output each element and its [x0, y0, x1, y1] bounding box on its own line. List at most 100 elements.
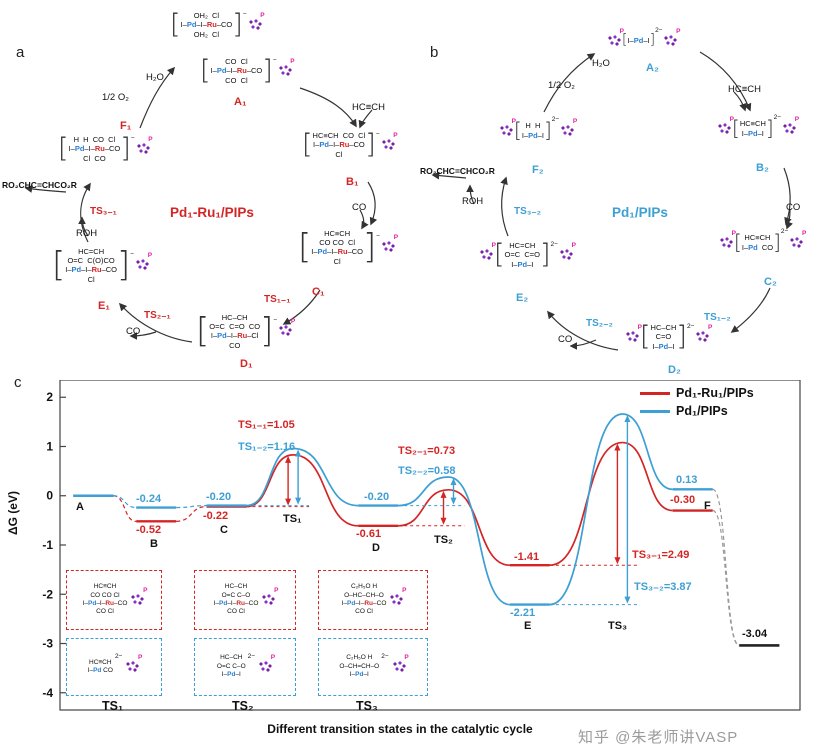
- pips-cluster-icon: [135, 252, 152, 272]
- energy-label-d-red: -0.61: [356, 528, 382, 540]
- svg-text:-3: -3: [42, 637, 53, 651]
- cycle-arrows-layer: [24, 51, 793, 351]
- barrier-label-ts1-red: TS₁₋₁=1.05: [238, 419, 295, 431]
- station-label-D: D: [372, 542, 380, 554]
- legend-item-pd-ru: Pd₁-Ru₁/PIPs: [640, 386, 754, 400]
- h2o-label-b: H₂O: [592, 58, 610, 69]
- pips-cluster-icon: [607, 28, 624, 47]
- arrow-c1-to-d1: [282, 289, 321, 325]
- molecule-E2: HC=CHO=C C=OI–Pd–I 2−: [478, 238, 576, 272]
- barrier-label-ts3-red: TS₃₋₁=2.49: [632, 549, 690, 561]
- barrier-label-ts3-blue: TS₃₋₂=3.87: [634, 581, 692, 593]
- legend-label-pd-ru: Pd₁-Ru₁/PIPs: [676, 386, 754, 400]
- station-label-E: E: [524, 620, 532, 632]
- pips-cluster-icon: [135, 136, 153, 155]
- pips-cluster-icon: [247, 12, 265, 31]
- pips-cluster-icon: [789, 230, 806, 249]
- pips-cluster-icon: [130, 587, 147, 606]
- arrow-f2-to-a2: [543, 53, 596, 113]
- co-out-label-b: CO: [558, 334, 573, 345]
- arrow-d1-to-e1: [118, 302, 193, 343]
- pips-cluster-icon: [261, 587, 278, 606]
- inset-label-ts3: TS₃: [356, 699, 378, 713]
- state-label-E1: E₁: [98, 300, 110, 312]
- inset-label-ts2: TS₂: [232, 699, 254, 713]
- pips-cluster-icon: [278, 318, 295, 338]
- arrow-e2-to-f2: [500, 176, 509, 237]
- arrow-c2-to-d2: [730, 287, 771, 333]
- pips-cluster-icon: [558, 242, 576, 261]
- energy-label-f-red: -0.30: [670, 494, 696, 506]
- roh-label-b: ROH: [462, 196, 484, 207]
- y-axis-label: ΔG (eV): [6, 491, 20, 535]
- pips-cluster-icon: [391, 654, 409, 673]
- legend-item-pd: Pd₁/PIPs: [640, 404, 728, 418]
- arrow-a2-to-b2: [699, 51, 752, 112]
- pips-cluster-icon: [389, 587, 406, 606]
- energy-label-e-red: -1.41: [514, 551, 540, 563]
- arrow-co-in-b: [785, 209, 793, 230]
- state-label-F1: F₁: [120, 120, 132, 132]
- legend-label-pd: Pd₁/PIPs: [676, 404, 728, 418]
- state-label-D2: D₂: [668, 364, 681, 376]
- roh-label-a: ROH: [76, 228, 98, 239]
- pips-cluster-icon: [719, 230, 736, 249]
- arrow-roh-in-b: [466, 184, 475, 205]
- station-label-C: C: [220, 524, 228, 536]
- molecule-C2: HC≡CHI–Pd CO 2−: [718, 228, 806, 255]
- barrier-label-ts1-blue: TS₁₋₂=1.16: [238, 441, 296, 453]
- station-label-A: A: [76, 501, 84, 513]
- svg-text:-1: -1: [42, 538, 53, 552]
- arrow-co-out-a: [129, 331, 157, 340]
- state-label-A2: A₂: [646, 62, 659, 74]
- svg-text:0: 0: [46, 489, 53, 503]
- state-label-C1: C₁: [312, 286, 325, 298]
- station-label-TS3: TS₃: [608, 620, 628, 632]
- pips-cluster-icon: [782, 116, 799, 135]
- arrow-b2-to-c2: [783, 167, 792, 226]
- o2-label-a: 1/2 O₂: [102, 92, 129, 103]
- energy-label-d-blue: -0.20: [364, 491, 390, 503]
- station-label-B: B: [150, 538, 158, 550]
- legend-line-blue: [640, 409, 670, 413]
- molecule-F2: H HI–Pd–I 2−: [498, 116, 577, 143]
- pips-cluster-icon: [380, 132, 398, 151]
- barrier-label-ts2-blue: TS₂₋₂=0.58: [398, 465, 456, 477]
- co-in-label-a: CO: [352, 202, 367, 213]
- o2-label-b: 1/2 O₂: [548, 80, 575, 91]
- arrow-b1-to-c1: [367, 181, 378, 226]
- pips-cluster-icon: [499, 118, 516, 137]
- alkyne-label-a: HC≡CH: [352, 102, 385, 113]
- h2o-label-a: H₂O: [146, 72, 164, 83]
- pips-cluster-icon: [560, 118, 577, 137]
- energy-diagram: 210-1-2-3-4: [42, 380, 801, 711]
- pips-cluster-icon: [717, 116, 734, 135]
- cycle-b-title: Pd₁/PIPs: [612, 205, 668, 220]
- station-label-TS2: TS₂: [434, 534, 453, 546]
- alkyne-label-b: HC≡CH: [728, 84, 761, 95]
- pips-cluster-icon: [695, 324, 712, 343]
- arrow-alkyne-in-b: [733, 91, 747, 112]
- co-in-label-b: CO: [786, 202, 801, 213]
- energy-label-f-blue: 0.13: [676, 474, 698, 486]
- panel-b-label: b: [430, 44, 439, 61]
- molecule-A2: I–Pd–I 2−: [606, 27, 680, 50]
- pips-cluster-icon: [277, 58, 295, 77]
- ts3-1-cycle-label: TS₃₋₁: [90, 206, 117, 217]
- arrow-e1-to-f1: [80, 182, 91, 243]
- pips-cluster-icon: [258, 654, 275, 673]
- pips-cluster-icon: [625, 324, 642, 343]
- x-axis-label: Different transition states in the catal…: [267, 722, 533, 736]
- cycle-a-title: Pd₁-Ru₁/PIPs: [170, 205, 254, 220]
- molecule-D2: HC–CHC=OI–Pd–I 2−: [624, 320, 712, 354]
- molecule-B2: HC≡CHI–Pd–I 2−: [716, 114, 799, 141]
- barrier-label-ts2-red: TS₂₋₁=0.73: [398, 445, 456, 457]
